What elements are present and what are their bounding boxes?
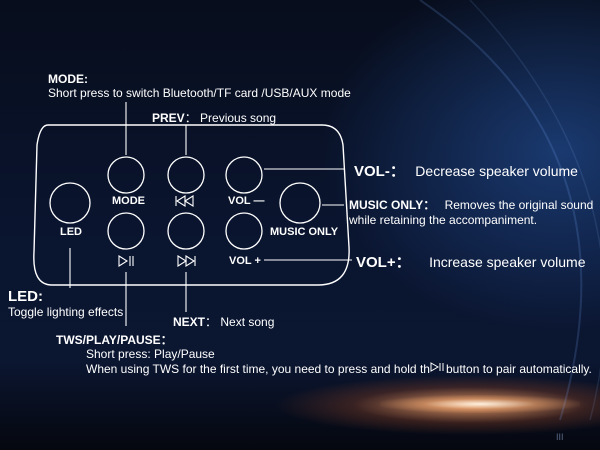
- tws-annotation-line2a: When using TWS for the first time, you n…: [86, 362, 431, 376]
- next-button[interactable]: [167, 212, 205, 250]
- tws-annotation-line1: Short press: Play/Pause: [86, 347, 215, 361]
- music-only-button[interactable]: [279, 182, 321, 224]
- led-button-label: LED: [60, 226, 82, 238]
- music-only-annotation: MUSIC ONLY： Removes the original sound w…: [349, 196, 593, 227]
- prev-annotation-title: PREV: [152, 111, 185, 125]
- led-annotation: LED: Toggle lighting effects: [8, 288, 123, 319]
- next-annotation-title: NEXT: [173, 315, 206, 329]
- prev-annotation: PREV： Previous song: [152, 109, 276, 126]
- mode-button-label: MODE: [112, 195, 145, 207]
- play-pause-icon: [118, 255, 134, 267]
- vol-plus-annotation-title: VOL+：: [356, 254, 411, 271]
- mode-annotation: MODE: Short press to switch Bluetooth/TF…: [48, 72, 351, 100]
- prev-annotation-text: ： Previous song: [184, 111, 277, 125]
- light-arc-outer: [419, 0, 583, 421]
- light-flare: [380, 395, 580, 413]
- vol-minus-annotation-title: VOL-：: [354, 163, 405, 180]
- previous-icon: [175, 195, 194, 207]
- watermark: III: [556, 432, 564, 442]
- tws-inline-play-pause-icon: [430, 362, 444, 372]
- music-only-annotation-text: Removes the original sound: [444, 198, 594, 212]
- music-only-annotation-text2: while retaining the accompaniment.: [349, 213, 538, 227]
- play-pause-button[interactable]: [107, 212, 145, 250]
- led-annotation-title: LED:: [8, 288, 43, 305]
- vol-minus-button[interactable]: [225, 156, 263, 194]
- vol-minus-annotation-text: Decrease speaker volume: [415, 163, 578, 179]
- prev-button[interactable]: [167, 156, 205, 194]
- tws-annotation-title: TWS/PLAY/PAUSE：: [56, 333, 173, 347]
- vol-plus-button-label: VOL +: [229, 255, 261, 267]
- mode-button[interactable]: [107, 156, 145, 194]
- music-only-button-label: MUSIC ONLY: [270, 226, 339, 238]
- vol-minus-button-label: VOL —: [228, 195, 265, 207]
- music-only-annotation-title: MUSIC ONLY：: [349, 198, 436, 212]
- next-icon: [177, 255, 196, 267]
- vol-plus-button[interactable]: [225, 212, 263, 250]
- mode-annotation-text: Short press to switch Bluetooth/TF card …: [48, 86, 351, 100]
- light-arc-inner: [469, 0, 600, 421]
- vol-plus-annotation-text: Increase speaker volume: [429, 254, 586, 270]
- next-annotation: NEXT： Next song: [173, 313, 274, 330]
- led-button[interactable]: [49, 182, 91, 224]
- control-panel-outline: [33, 124, 350, 286]
- vol-plus-annotation: VOL+： Increase speaker volume: [356, 251, 585, 272]
- mode-annotation-title: MODE:: [48, 72, 88, 86]
- vol-minus-annotation: VOL-： Decrease speaker volume: [354, 160, 578, 181]
- next-annotation-text: ： Next song: [205, 315, 275, 329]
- led-annotation-text: Toggle lighting effects: [8, 305, 124, 319]
- tws-annotation-line2b: button to pair automatically.: [446, 362, 592, 376]
